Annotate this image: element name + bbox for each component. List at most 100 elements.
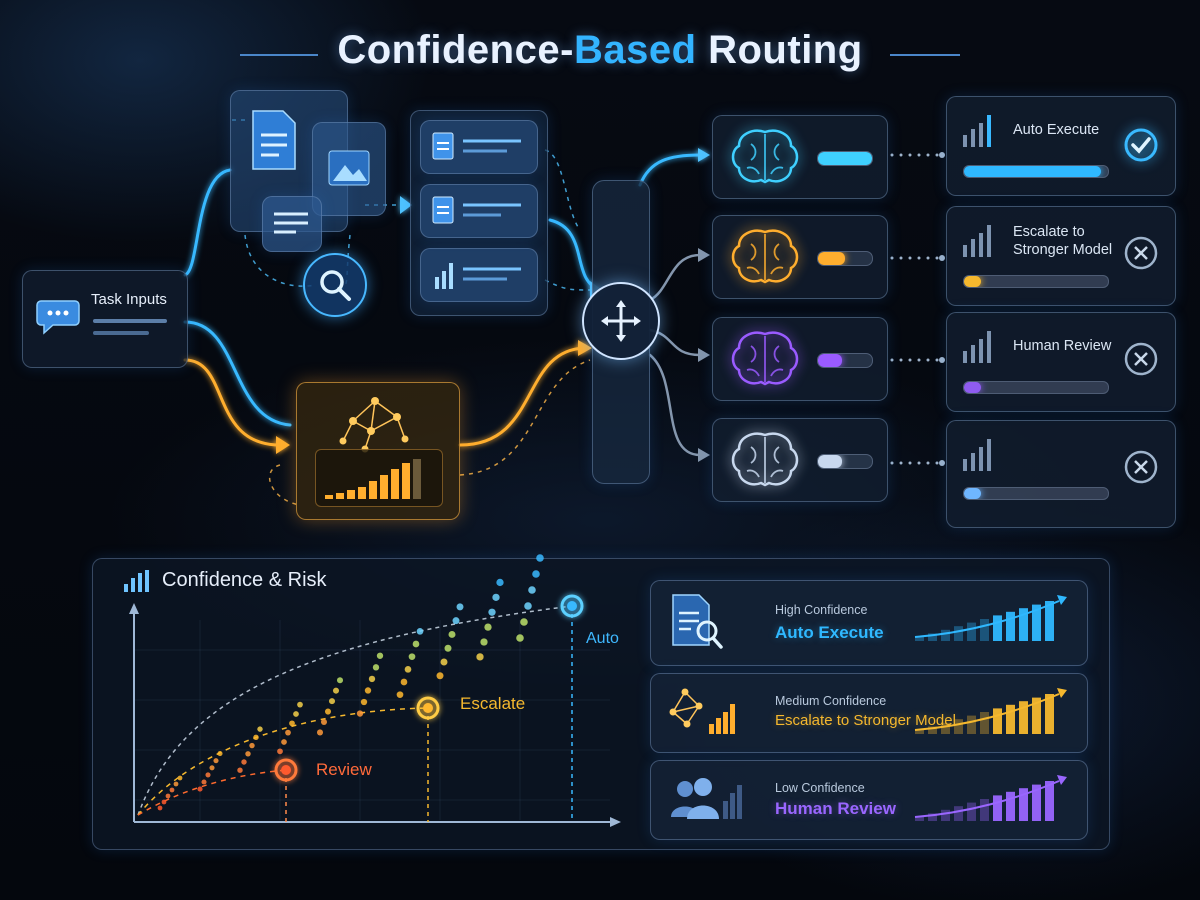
chart-dot: [524, 602, 532, 610]
chart-dot: [520, 618, 528, 626]
trend-bars-icon: [914, 688, 1067, 734]
chart-dot: [277, 748, 283, 755]
marker-auto: [560, 594, 584, 618]
chart-dot: [173, 781, 179, 787]
chart-dot: [201, 779, 207, 785]
chart-dot: [328, 698, 336, 705]
chart-dot: [253, 734, 259, 741]
chart-dot: [440, 658, 448, 666]
legend-action: Auto Execute: [775, 623, 884, 642]
chart-dot: [281, 739, 287, 745]
chart-dot: [452, 617, 460, 625]
brain-icon: [731, 331, 799, 386]
chat-bubble-icon: [36, 300, 80, 335]
page-title: Confidence-Based Routing: [337, 28, 863, 72]
legend-card[interactable]: Medium Confidence Escalate to Stronger M…: [650, 673, 1088, 753]
list-item-chart[interactable]: [420, 248, 538, 302]
chart-dot: [492, 593, 500, 601]
model-card[interactable]: [712, 418, 888, 502]
outcome-card[interactable]: Human Review: [946, 312, 1176, 412]
chart-dot: [336, 677, 344, 684]
chart-dot: [416, 628, 424, 635]
chart-dot: [289, 720, 295, 727]
outcome-card[interactable]: Escalate to Stronger Model: [946, 206, 1176, 306]
chart-dot: [456, 603, 464, 611]
notes-card[interactable]: [262, 196, 322, 252]
list-item-text[interactable]: [420, 120, 538, 174]
chart-dot: [356, 710, 364, 717]
arrow-to-model1: [698, 148, 710, 162]
list-item-file[interactable]: [420, 184, 538, 238]
chart-dot: [237, 767, 243, 773]
chart-dot: [297, 701, 303, 708]
chart-dot: [408, 653, 416, 661]
signal-bars-icon: [963, 331, 991, 363]
chart-dot: [480, 638, 488, 646]
chart-dot: [197, 786, 203, 792]
task-inputs-card[interactable]: Task Inputs: [22, 270, 188, 368]
route-split-icon: [601, 300, 641, 342]
model-confidence-pill: [817, 353, 873, 368]
curve-auto: [137, 605, 573, 816]
outcome-label: Auto Execute: [1013, 122, 1100, 138]
search-node[interactable]: [303, 253, 367, 317]
chart-dot: [161, 799, 167, 805]
document-icon: [432, 132, 521, 160]
network-graph-icon: [669, 688, 735, 734]
chart-dot: [177, 775, 183, 781]
router-node[interactable]: [582, 282, 660, 360]
chart-dot: [205, 772, 211, 778]
chart-dot: [532, 570, 540, 578]
model-card[interactable]: [712, 115, 888, 199]
path-analyzer-to-router: [458, 346, 587, 447]
chart-dot: [316, 729, 324, 736]
brain-icon: [731, 229, 799, 284]
image-card[interactable]: [312, 122, 386, 216]
document-icon: [252, 110, 296, 170]
legend-action: Escalate to Stronger Model: [775, 712, 956, 729]
marker-escalate: [416, 696, 440, 720]
chart-dot: [528, 586, 536, 594]
model-card[interactable]: [712, 317, 888, 401]
chart-dot: [169, 787, 175, 793]
legend-card[interactable]: Low Confidence Human Review: [650, 760, 1088, 840]
arrow-to-analyzer: [276, 436, 290, 454]
chart-dot: [241, 759, 247, 765]
outcome-card[interactable]: Auto Execute: [946, 96, 1176, 196]
outcome-card[interactable]: [946, 420, 1176, 528]
chart-dot: [364, 687, 372, 694]
chart-dot: [488, 608, 496, 616]
chart-dot: [396, 691, 404, 699]
legend-card[interactable]: High Confidence Auto Execute: [650, 580, 1088, 666]
chart-dot: [209, 765, 215, 771]
analyzer-card[interactable]: [296, 382, 460, 520]
trend-bars-icon: [914, 595, 1067, 641]
check-circle-icon: [1124, 128, 1158, 162]
close-circle-icon: [1124, 450, 1158, 484]
file-icon: [432, 196, 521, 224]
chart-dot: [320, 718, 328, 726]
chart-dot: [165, 793, 171, 799]
chart-dot: [217, 751, 223, 757]
bar-chart-icon: [325, 459, 421, 499]
model-card[interactable]: [712, 215, 888, 299]
path-input-to-router-blue: [183, 320, 292, 427]
brain-icon: [731, 432, 799, 487]
marker-label-escalate: Escalate: [460, 694, 526, 713]
chart-dot: [400, 678, 408, 686]
users-icon: [671, 778, 742, 819]
chart-dot: [412, 640, 420, 648]
signal-bars-icon: [963, 115, 991, 147]
chart-dot: [436, 672, 444, 680]
signal-bars-icon: [963, 439, 991, 471]
legend-level: High Confidence: [775, 603, 868, 617]
chart-dot: [257, 726, 263, 732]
outcome-confidence-bar: [963, 165, 1109, 178]
path-input-to-analyzer: [183, 358, 282, 447]
chart-dot: [404, 666, 412, 673]
document-search-icon: [672, 594, 723, 649]
arrow-to-list: [400, 196, 412, 214]
